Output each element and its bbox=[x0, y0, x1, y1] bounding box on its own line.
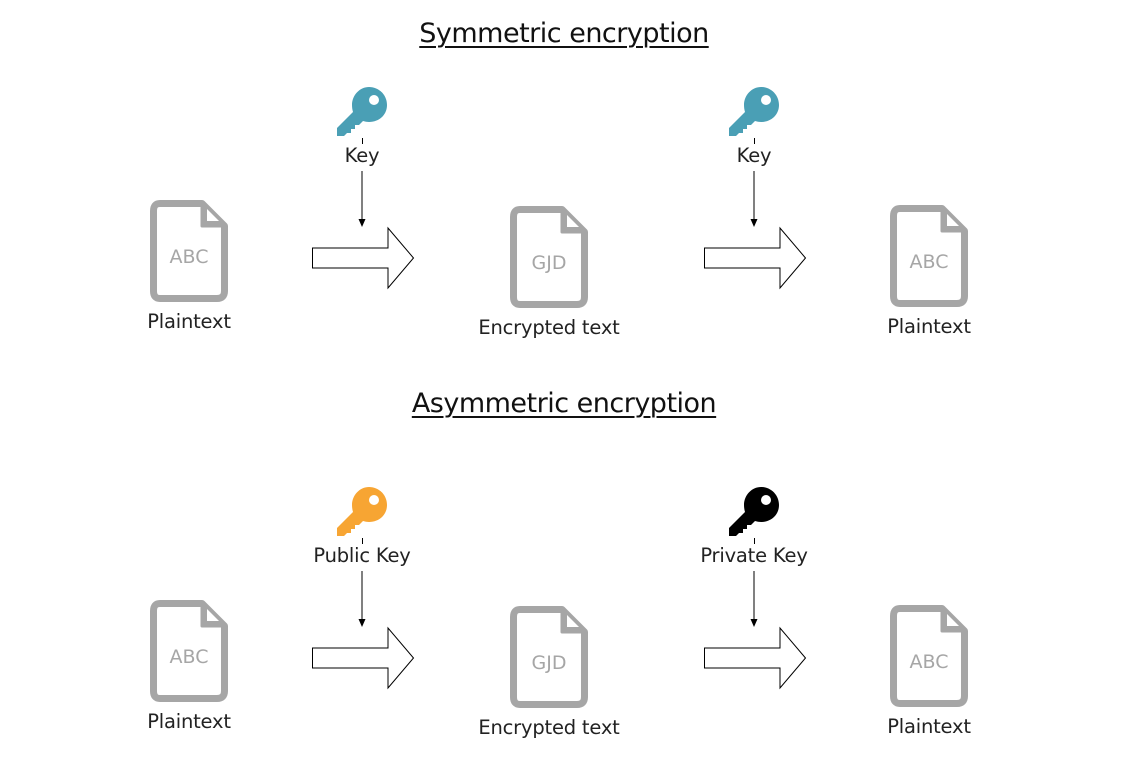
source-document: ABC bbox=[150, 200, 228, 306]
encrypt-key-arrow bbox=[357, 571, 367, 631]
folded-corner bbox=[560, 608, 586, 634]
key-connector bbox=[362, 138, 363, 144]
document-text: ABC bbox=[170, 246, 209, 268]
source-document: ABC bbox=[150, 600, 228, 706]
document-text: ABC bbox=[910, 651, 949, 673]
document-icon bbox=[510, 206, 588, 308]
key-connector bbox=[362, 538, 363, 544]
encrypt-key-icon bbox=[336, 486, 388, 542]
decrypt-key-arrow bbox=[749, 571, 759, 631]
encrypt-arrow bbox=[312, 626, 416, 695]
result-document: ABC bbox=[890, 205, 968, 311]
encrypt-key-icon bbox=[336, 86, 388, 142]
encrypt-key-label: Key bbox=[344, 144, 380, 167]
decrypt-arrow bbox=[704, 626, 808, 695]
source-label: Plaintext bbox=[147, 710, 231, 733]
decrypt-key-icon bbox=[728, 86, 780, 142]
encrypt-key-arrow bbox=[357, 171, 367, 231]
cipher-label: Encrypted text bbox=[478, 316, 620, 339]
folded-corner bbox=[200, 202, 226, 228]
document-icon bbox=[510, 606, 588, 708]
encrypt-key-label: Public Key bbox=[313, 544, 411, 567]
document-text: GJD bbox=[532, 252, 567, 274]
encrypt-arrow bbox=[312, 226, 416, 295]
document-text: GJD bbox=[532, 652, 567, 674]
decrypt-key-icon bbox=[728, 486, 780, 542]
decrypt-key-label: Private Key bbox=[700, 544, 808, 567]
document-text: ABC bbox=[170, 646, 209, 668]
decrypt-arrow bbox=[704, 226, 808, 295]
decrypt-key-label: Key bbox=[736, 144, 772, 167]
folded-corner bbox=[200, 602, 226, 628]
decrypt-key-arrow bbox=[749, 171, 759, 231]
document-text: ABC bbox=[910, 251, 949, 273]
cipher-document: GJD bbox=[510, 206, 588, 312]
result-label: Plaintext bbox=[887, 315, 971, 338]
result-document: ABC bbox=[890, 605, 968, 711]
folded-corner bbox=[940, 207, 966, 233]
cipher-document: GJD bbox=[510, 606, 588, 712]
key-connector bbox=[754, 538, 755, 544]
document-icon bbox=[890, 205, 968, 307]
source-label: Plaintext bbox=[147, 310, 231, 333]
document-icon bbox=[890, 605, 968, 707]
key-connector bbox=[754, 138, 755, 144]
document-icon bbox=[150, 200, 228, 302]
symmetric-title: Symmetric encryption bbox=[419, 18, 709, 49]
result-label: Plaintext bbox=[887, 715, 971, 738]
document-icon bbox=[150, 600, 228, 702]
folded-corner bbox=[560, 208, 586, 234]
asymmetric-title: Asymmetric encryption bbox=[411, 388, 717, 419]
cipher-label: Encrypted text bbox=[478, 716, 620, 739]
folded-corner bbox=[940, 607, 966, 633]
